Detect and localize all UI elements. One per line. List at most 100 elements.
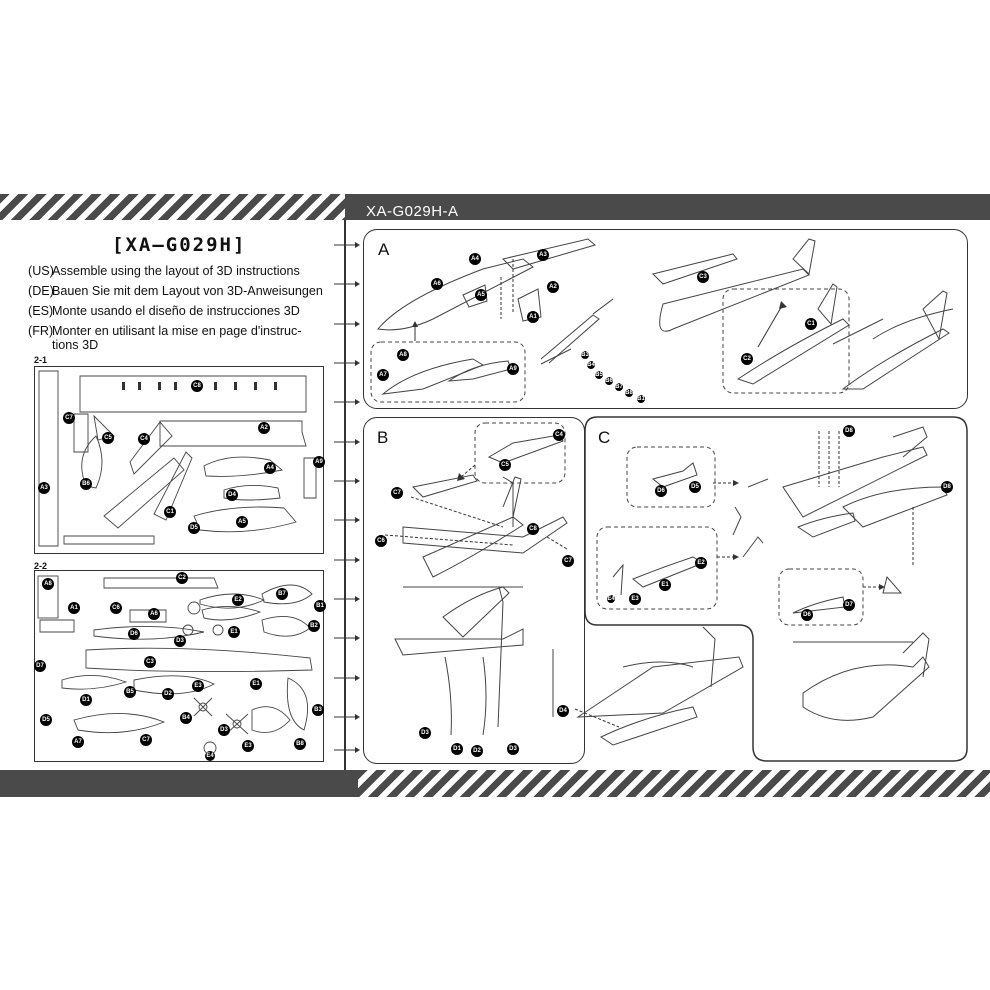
svg-text:D3: D3: [176, 638, 184, 644]
svg-text:D4: D4: [228, 492, 236, 498]
step-label-c: C: [598, 428, 611, 447]
svg-text:C8: C8: [193, 383, 201, 389]
svg-text:B6: B6: [605, 378, 613, 384]
step-a-part-labels: A4 A3 A6 A5 A2 A1 A8 A7 A9 C3 C1 C2 B3 B…: [377, 249, 817, 403]
step-c-part-labels: D8 D6 D5 D8 E2 E1 E3 E4 D6 D7: [607, 425, 953, 621]
step-b-part-labels: C4 C5 C7 C8 C6 C7 D4 D3 D1 D2 D3: [375, 429, 574, 757]
svg-text:B3: B3: [314, 707, 322, 713]
svg-text:C8: C8: [529, 526, 537, 532]
svg-text:B2: B2: [310, 623, 318, 629]
svg-text:C4: C4: [555, 432, 563, 438]
lang-code-fr: (FR): [28, 324, 54, 338]
svg-text:A3: A3: [539, 252, 547, 258]
lang-row-es: (ES)Monte usando el diseño de instruccio…: [28, 304, 333, 318]
svg-text:E2: E2: [697, 560, 705, 566]
svg-text:A5: A5: [238, 519, 246, 525]
svg-text:C7: C7: [65, 415, 73, 421]
lang-code-us: (US): [28, 264, 54, 278]
svg-text:A4: A4: [266, 465, 274, 471]
svg-text:C2: C2: [178, 575, 186, 581]
svg-text:D8: D8: [943, 484, 951, 490]
svg-text:D6: D6: [130, 631, 138, 637]
lang-row-de: (DE)Bauen Sie mit dem Layout von 3D-Anwe…: [28, 284, 333, 298]
svg-text:A1: A1: [70, 605, 78, 611]
lang-row-fr: (FR)Monter en utilisant la mise en page …: [28, 324, 333, 352]
svg-text:A9: A9: [509, 366, 517, 372]
svg-text:D3: D3: [220, 727, 228, 733]
svg-text:E1: E1: [252, 681, 260, 687]
svg-text:C3: C3: [146, 659, 154, 665]
svg-text:D5: D5: [42, 717, 50, 723]
svg-text:B8: B8: [296, 741, 304, 747]
svg-text:D6: D6: [657, 488, 665, 494]
svg-text:B7: B7: [278, 591, 286, 597]
svg-text:D3: D3: [509, 746, 517, 752]
svg-text:E4: E4: [206, 753, 214, 759]
svg-text:E4: E4: [607, 596, 615, 602]
sheet1-part-labels: C8 C7 A3 C5 C4 A2 A9 B6 A4 C1 D4 D5 A5: [38, 380, 325, 534]
svg-text:B4: B4: [587, 362, 595, 368]
lang-text-us: Assemble using the layout of 3D instruct…: [52, 264, 300, 278]
svg-text:C7: C7: [142, 737, 150, 743]
svg-text:B1: B1: [316, 603, 324, 609]
svg-text:D7: D7: [36, 663, 44, 669]
svg-text:C1: C1: [807, 321, 815, 327]
footer-bar: [0, 770, 358, 797]
lang-text-de: Bauen Sie mit dem Layout von 3D-Anweisun…: [52, 284, 323, 298]
svg-text:A2: A2: [549, 284, 557, 290]
document-code: XA-G029H-A: [366, 203, 459, 220]
svg-text:E1: E1: [661, 582, 669, 588]
product-title: [XA—G029H]: [112, 234, 247, 256]
svg-text:B1: B1: [637, 396, 645, 402]
lang-text-es: Monte usando el diseño de instrucciones …: [52, 304, 300, 318]
svg-text:D4: D4: [559, 708, 567, 714]
svg-text:D6: D6: [803, 612, 811, 618]
svg-text:A2: A2: [260, 425, 268, 431]
svg-text:D8: D8: [845, 428, 853, 434]
step-label-b: B: [377, 428, 389, 447]
svg-text:D3: D3: [421, 730, 429, 736]
svg-text:A7: A7: [74, 739, 82, 745]
svg-text:A6: A6: [433, 281, 441, 287]
step-a-illustration: A4 A3 A6 A5 A2 A1 A8 A7 A9 C3 C1 C2 B3 B…: [370, 238, 954, 403]
svg-text:B3: B3: [581, 352, 589, 358]
language-instructions: (US)Assemble using the layout of 3D inst…: [28, 264, 333, 352]
svg-text:D7: D7: [845, 602, 853, 608]
svg-text:C6: C6: [377, 538, 385, 544]
step-panel-c: [584, 416, 968, 762]
svg-text:D2: D2: [164, 691, 172, 697]
step-label-a: A: [378, 240, 390, 259]
svg-text:B6: B6: [82, 481, 90, 487]
svg-text:D2: D2: [473, 748, 481, 754]
header-bar: [345, 194, 990, 220]
svg-text:D5: D5: [691, 484, 699, 490]
svg-text:E1: E1: [230, 629, 238, 635]
svg-text:D1: D1: [82, 697, 90, 703]
lang-text-fr: Monter en utilisant la mise en page d'in…: [52, 324, 302, 352]
svg-text:A5: A5: [477, 292, 485, 298]
svg-text:B7: B7: [615, 384, 623, 390]
sheet-label-2-1: 2-1: [34, 355, 48, 365]
svg-text:E3: E3: [631, 596, 639, 602]
svg-text:C5: C5: [104, 435, 112, 441]
lang-code-de: (DE): [28, 284, 54, 298]
step-c-illustration: D8 D6 D5 D8 E2 E1 E3 E4 D6 D7: [596, 425, 953, 721]
lang-row-us: (US)Assemble using the layout of 3D inst…: [28, 264, 333, 278]
svg-text:A3: A3: [40, 485, 48, 491]
svg-text:C5: C5: [501, 462, 509, 468]
parts-sheet-2-2: A8 C2 A1 C6 A6 E2 B7 B1 D6 D3 E1 B2 D7 C…: [34, 570, 326, 762]
svg-text:A8: A8: [399, 352, 407, 358]
svg-text:A8: A8: [44, 581, 52, 587]
svg-text:C7: C7: [393, 490, 401, 496]
svg-text:B8: B8: [625, 390, 633, 396]
step-panel-a: [363, 229, 968, 409]
sheet2-part-labels: A8 C2 A1 C6 A6 E2 B7 B1 D6 D3 E1 B2 D7 C…: [34, 572, 326, 761]
svg-text:A1: A1: [529, 314, 537, 320]
footer-hatch: [358, 770, 990, 797]
svg-text:B4: B4: [182, 715, 190, 721]
svg-text:C4: C4: [140, 436, 148, 442]
svg-text:A4: A4: [471, 256, 479, 262]
svg-text:A6: A6: [150, 611, 158, 617]
svg-text:D5: D5: [190, 525, 198, 531]
header-hatch: [0, 194, 345, 220]
